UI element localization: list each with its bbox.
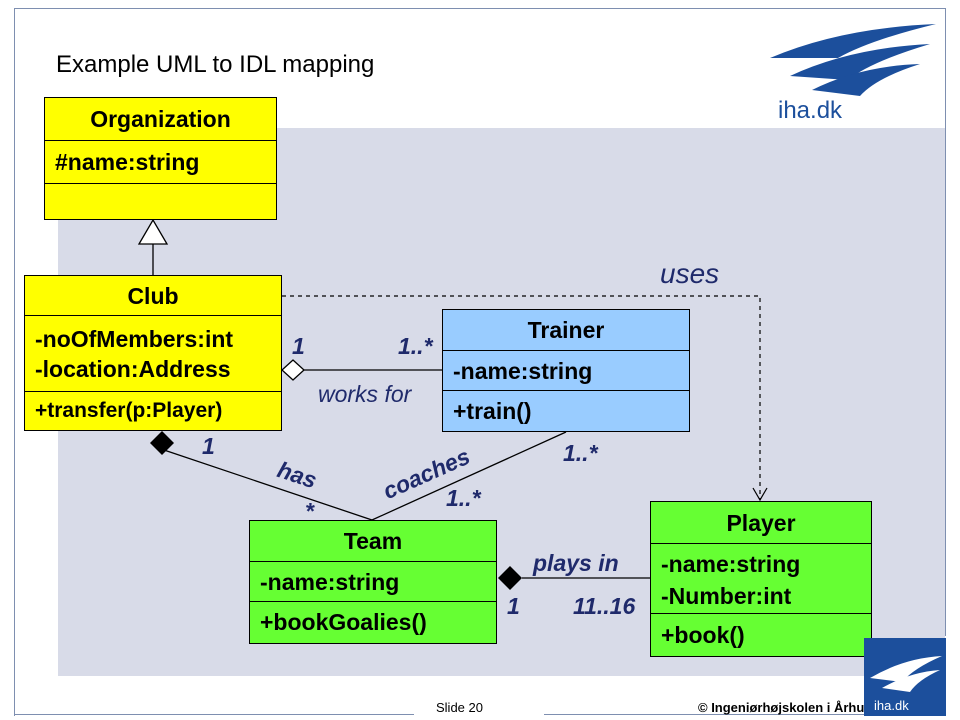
- class-name: Club: [127, 283, 179, 309]
- attribute: -Number:int: [661, 583, 792, 609]
- operation: +book(): [661, 622, 745, 648]
- operation: +transfer(p:Player): [35, 399, 223, 422]
- plays-in-team-multiplicity: 1: [507, 593, 520, 619]
- aggregation-diamond-icon: [281, 359, 305, 381]
- works-for-label: works for: [318, 381, 412, 407]
- small-logo-text: iha.dk: [874, 698, 909, 713]
- coaches-line: [371, 431, 567, 521]
- class-name: Trainer: [527, 317, 605, 343]
- composition-diamond-club-icon: [150, 431, 174, 455]
- slide-title: Example UML to IDL mapping: [56, 51, 375, 78]
- slide-frame-top: [14, 8, 946, 9]
- class-name: Team: [343, 528, 403, 554]
- class-name: Organization: [90, 106, 231, 132]
- uses-label: uses: [660, 258, 720, 289]
- operations-compartment: [45, 184, 276, 219]
- coaches-team-multiplicity: 1..*: [446, 485, 481, 511]
- has-line: [163, 449, 373, 521]
- works-for-trainer-multiplicity: 1..*: [398, 333, 433, 359]
- class-player: Player -name:string -Number:int +book(): [650, 501, 872, 657]
- plays-in-label: plays in: [533, 550, 619, 576]
- small-logo-wing-lower-icon: [882, 670, 940, 692]
- logo-wing-middle-icon: [790, 44, 930, 80]
- operation: +bookGoalies(): [260, 609, 427, 635]
- attribute: -noOfMembers:int: [35, 326, 234, 352]
- slide-frame-bottom-right: [544, 714, 864, 715]
- attribute: -name:string: [661, 551, 801, 577]
- logo-wing-bottom-icon: [812, 64, 920, 96]
- coaches-trainer-multiplicity: 1..*: [563, 440, 598, 466]
- class-team: Team -name:string +bookGoalies(): [249, 520, 497, 644]
- uses-arrowhead-icon: [752, 487, 768, 502]
- copyright-text: © Ingeniørhøjskolen i Århus: [698, 700, 872, 715]
- attribute: -location:Address: [35, 356, 231, 382]
- attribute: -name:string: [260, 569, 400, 595]
- operation: +train(): [453, 398, 532, 424]
- iha-small-logo: iha.dk: [864, 638, 946, 716]
- plays-in-player-multiplicity: 11..16: [573, 593, 636, 619]
- generalization-triangle-icon: [137, 218, 169, 245]
- class-organization: Organization #name:string: [44, 97, 277, 220]
- class-name: Player: [726, 510, 796, 536]
- class-trainer: Trainer -name:string +train(): [442, 309, 690, 432]
- slide-frame-right: [945, 8, 946, 636]
- small-logo-wing-icon: [870, 656, 942, 682]
- iha-logo: iha.dk: [770, 24, 936, 124]
- class-club: Club -noOfMembers:int -location:Address …: [24, 275, 282, 431]
- attribute: -name:string: [453, 358, 593, 384]
- has-team-multiplicity: *: [305, 498, 314, 524]
- works-for-club-multiplicity: 1: [292, 333, 305, 359]
- attribute: #name:string: [55, 149, 200, 175]
- composition-diamond-team-icon: [498, 566, 522, 590]
- logo-wing-top-icon: [770, 24, 936, 58]
- slide-frame-bottom: [14, 714, 414, 715]
- slide-frame-left: [14, 8, 15, 716]
- has-club-multiplicity: 1: [202, 433, 215, 459]
- slide-number: Slide 20: [436, 700, 483, 715]
- logo-text: iha.dk: [778, 97, 843, 124]
